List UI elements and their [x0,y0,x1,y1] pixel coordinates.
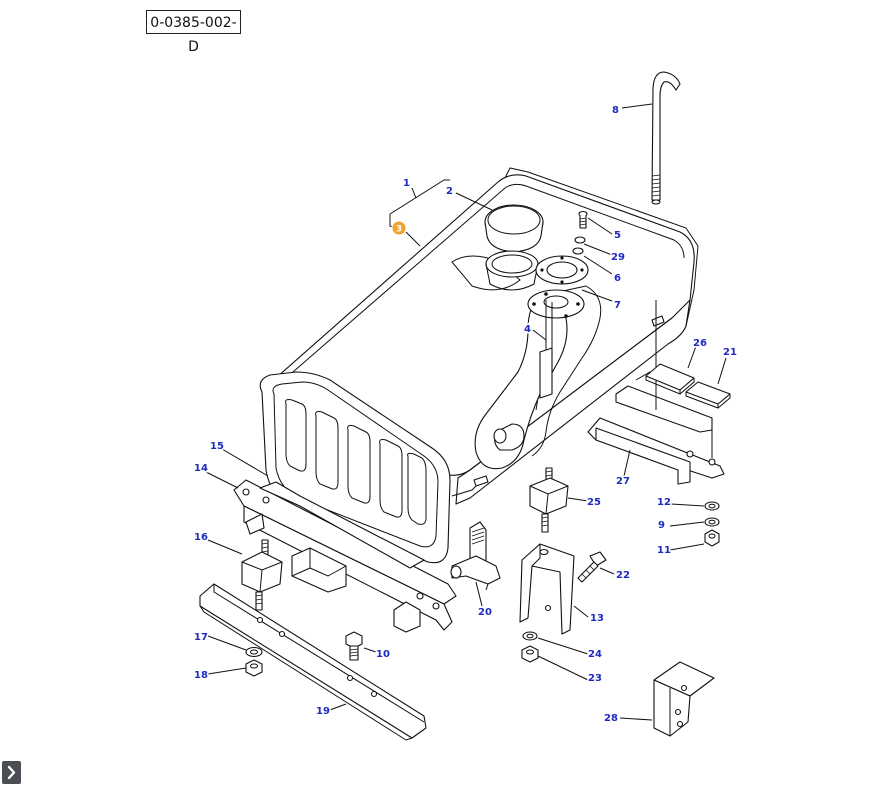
callout-2[interactable]: 2 [445,185,455,199]
callout-28[interactable]: 28 [603,712,620,726]
callout-9[interactable]: 9 [657,519,667,533]
left-cradle-rail [233,479,457,633]
callout-22[interactable]: 22 [615,569,632,583]
mounting-bracket-13[interactable] [519,543,575,635]
callout-20[interactable]: 20 [477,606,494,620]
callout-5[interactable]: 5 [613,229,623,243]
bolt-22[interactable] [577,551,607,583]
leader-lines [205,103,727,721]
filler-cap[interactable] [484,204,544,253]
sender-unit[interactable] [527,289,585,411]
callout-11[interactable]: 11 [656,544,673,558]
callout-25[interactable]: 25 [586,496,603,510]
nut-23[interactable] [521,645,539,663]
callout-26[interactable]: 26 [692,337,709,351]
callout-labels: 1 2 4 5 6 7 8 9 10 11 12 13 14 15 16 17 … [193,104,739,726]
spring-washer-24[interactable] [522,631,538,641]
flange-screw[interactable] [572,210,588,255]
spring-washer-12[interactable] [704,501,720,511]
fuel-tank [259,167,699,564]
callout-7[interactable]: 7 [613,299,623,313]
tank-cradle-frame [587,300,725,485]
drain-elbow-20[interactable] [450,521,501,591]
support-bar-19[interactable] [199,583,427,741]
rubber-mount-25[interactable] [529,467,569,533]
drawing-reference: 0-0385-002-D [146,10,241,55]
callout-27[interactable]: 27 [615,475,632,489]
callout-18[interactable]: 18 [193,669,210,683]
callout-23[interactable]: 23 [587,672,604,686]
callout-19[interactable]: 19 [315,705,332,719]
rubber-mount-16[interactable] [241,539,283,611]
svg-text:3: 3 [396,225,402,235]
chevron-right-icon [7,765,16,780]
hotspot-3[interactable]: 3 [391,220,407,236]
spring-washer-17[interactable] [245,646,263,658]
nut-11[interactable] [704,529,720,547]
filler-neck [485,250,539,291]
tank-strap-arm [474,285,602,470]
callout-14[interactable]: 14 [193,462,210,476]
rubber-pad-26[interactable] [645,363,695,395]
callout-10[interactable]: 10 [375,648,392,662]
callout-21[interactable]: 21 [722,346,739,360]
callout-12[interactable]: 12 [656,496,673,510]
sender-gasket[interactable] [535,255,589,285]
bracket-28[interactable] [653,661,715,737]
rubber-pad-21[interactable] [685,381,731,409]
callout-24[interactable]: 24 [587,648,604,662]
callout-4[interactable]: 4 [523,323,533,337]
callout-17[interactable]: 17 [193,631,210,645]
callout-15[interactable]: 15 [209,440,226,454]
callout-29[interactable]: 29 [610,251,627,265]
callout-6[interactable]: 6 [613,272,623,286]
callout-8[interactable]: 8 [611,104,621,118]
expand-panel-button[interactable] [2,761,21,784]
callout-1[interactable]: 1 [402,177,412,191]
callout-13[interactable]: 13 [589,612,606,626]
callout-16[interactable]: 16 [193,531,210,545]
bolt-10[interactable] [345,631,363,661]
flat-washer-9[interactable] [704,517,720,527]
j-bolt[interactable] [651,71,681,205]
nut-18[interactable] [245,659,263,677]
